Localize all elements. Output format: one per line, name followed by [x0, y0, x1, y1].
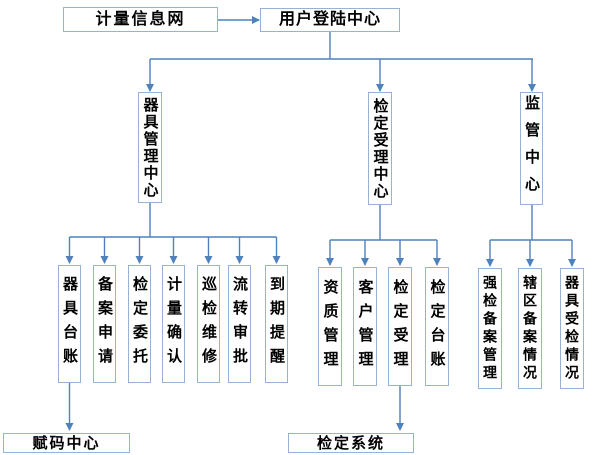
node-coding-center: 赋码中心: [3, 433, 130, 453]
node-verification-ledger-label: 检定台账: [428, 278, 446, 375]
node-verification-ledger: 检定台账: [425, 267, 449, 386]
node-customer-mgmt-label: 客户管理: [356, 278, 374, 375]
node-verification-acceptance-center-label: 检定受理中心: [371, 97, 389, 200]
node-qualification-mgmt-label: 资质管理: [321, 278, 339, 375]
node-verification-acceptance: 检定受理: [388, 267, 412, 386]
node-measurement-confirm: 计量确认: [162, 265, 185, 383]
node-expiry-reminder-label: 到期提醒: [268, 276, 285, 372]
node-district-filing-status-label: 辖区备案情况: [522, 274, 538, 383]
node-verification-system: 检定系统: [288, 433, 414, 453]
node-instrument-mgmt-center: 器具管理中心: [138, 92, 162, 203]
node-instrument-ledger-label: 器具台账: [61, 276, 78, 372]
node-supervision-center: 监管中心: [520, 92, 543, 205]
node-instrument-ledger: 器具台账: [58, 265, 81, 383]
node-transfer-approval-label: 流转审批: [231, 276, 248, 372]
node-instrument-inspection-status-label: 器具受检情况: [564, 274, 580, 383]
node-qualification-mgmt: 资质管理: [318, 267, 342, 386]
node-inspection-maintenance-label: 巡检维修: [200, 276, 217, 372]
node-transfer-approval: 流转审批: [228, 265, 251, 383]
node-verification-entrust-label: 检定委托: [131, 276, 148, 372]
node-inspection-maintenance: 巡检维修: [197, 265, 220, 383]
node-verification-entrust: 检定委托: [128, 265, 151, 383]
node-customer-mgmt: 客户管理: [353, 267, 377, 386]
node-measurement-confirm-label: 计量确认: [165, 276, 182, 372]
node-compulsory-filing-mgmt-label: 强检备案管理: [482, 274, 498, 383]
node-info-net: 计量信息网: [63, 7, 218, 32]
node-verification-acceptance-label: 检定受理: [391, 278, 409, 375]
node-filing-application-label: 备案申请: [96, 276, 113, 372]
node-expiry-reminder: 到期提醒: [265, 265, 288, 383]
node-instrument-mgmt-center-label: 器具管理中心: [141, 96, 159, 199]
node-filing-application: 备案申请: [93, 265, 116, 383]
node-compulsory-filing-mgmt: 强检备案管理: [478, 268, 502, 389]
node-verification-acceptance-center: 检定受理中心: [368, 92, 392, 205]
node-instrument-inspection-status: 器具受检情况: [560, 268, 584, 389]
node-district-filing-status: 辖区备案情况: [518, 268, 542, 389]
node-supervision-center-label: 监管中心: [523, 94, 540, 203]
node-login-center: 用户登陆中心: [260, 8, 400, 32]
